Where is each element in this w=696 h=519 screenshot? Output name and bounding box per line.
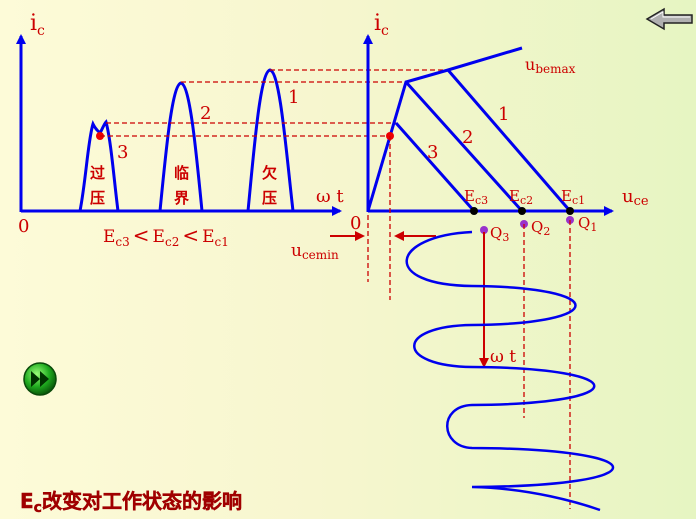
ec2-label: Ec2 <box>509 187 533 207</box>
ec1-point <box>566 207 574 215</box>
ec2-point <box>518 207 526 215</box>
load-line-number-2: 2 <box>462 127 473 148</box>
right-x-axis-label: uce <box>622 186 649 209</box>
back-arrow-button[interactable] <box>645 7 693 31</box>
q1-label: Q1 <box>578 214 597 234</box>
left-chart: ic ω t 0 过 压 临 界 欠 压 3 2 1 Ec3<Ec2<Ec1 <box>16 11 344 249</box>
pulse-critical <box>158 81 204 212</box>
wave-time-axis-label: ω t <box>490 347 516 367</box>
pulse-label-over-2: 压 <box>90 189 105 207</box>
arrow-left-icon <box>645 7 693 31</box>
pulse-number-3: 3 <box>117 142 128 163</box>
left-y-axis-label: ic <box>30 11 45 39</box>
q2-label: Q2 <box>531 218 550 238</box>
ec1-label: Ec1 <box>561 187 585 207</box>
right-chart: ic uce 0 ubemax 1 2 3 Ec3 Ec2 Ec1 Q3 Q2 … <box>291 11 649 512</box>
ec3-point <box>470 207 478 215</box>
load-line-3 <box>394 122 476 212</box>
connector-lines <box>100 69 448 137</box>
load-line-2 <box>404 80 524 213</box>
pulse-label-critical-1: 临 <box>174 164 189 182</box>
pulse-label-under-1: 欠 <box>262 164 277 182</box>
right-origin-label: 0 <box>350 213 361 234</box>
input-voltage-wave <box>405 230 614 512</box>
ucemin-label: ucemin <box>291 241 339 262</box>
saturation-line <box>366 46 523 212</box>
pulse-label-critical-2: 界 <box>174 189 189 207</box>
pulse-number-1: 1 <box>288 87 299 108</box>
pulse-label-under-2: 压 <box>262 189 277 207</box>
pulse-number-2: 2 <box>200 103 211 124</box>
left-x-axis-label: ω t <box>316 186 344 207</box>
ec3-label: Ec3 <box>464 187 488 207</box>
pulse-label-over-1: 过 <box>90 164 105 182</box>
q3-label: Q3 <box>490 224 509 244</box>
load-line-number-3: 3 <box>427 142 438 163</box>
play-forward-icon <box>23 362 57 396</box>
left-origin-label: 0 <box>18 216 29 237</box>
ec-relation: Ec3<Ec2<Ec1 <box>103 223 229 249</box>
caption: Ec改变对工作状态的影响 <box>20 489 242 516</box>
vertical-guides <box>367 136 571 509</box>
load-line-number-1: 1 <box>498 104 509 125</box>
q3-point <box>480 226 488 234</box>
ubemax-label: ubemax <box>525 55 576 76</box>
right-y-axis-label: ic <box>374 11 389 39</box>
play-button[interactable] <box>23 362 57 396</box>
load-line-1 <box>446 69 572 212</box>
